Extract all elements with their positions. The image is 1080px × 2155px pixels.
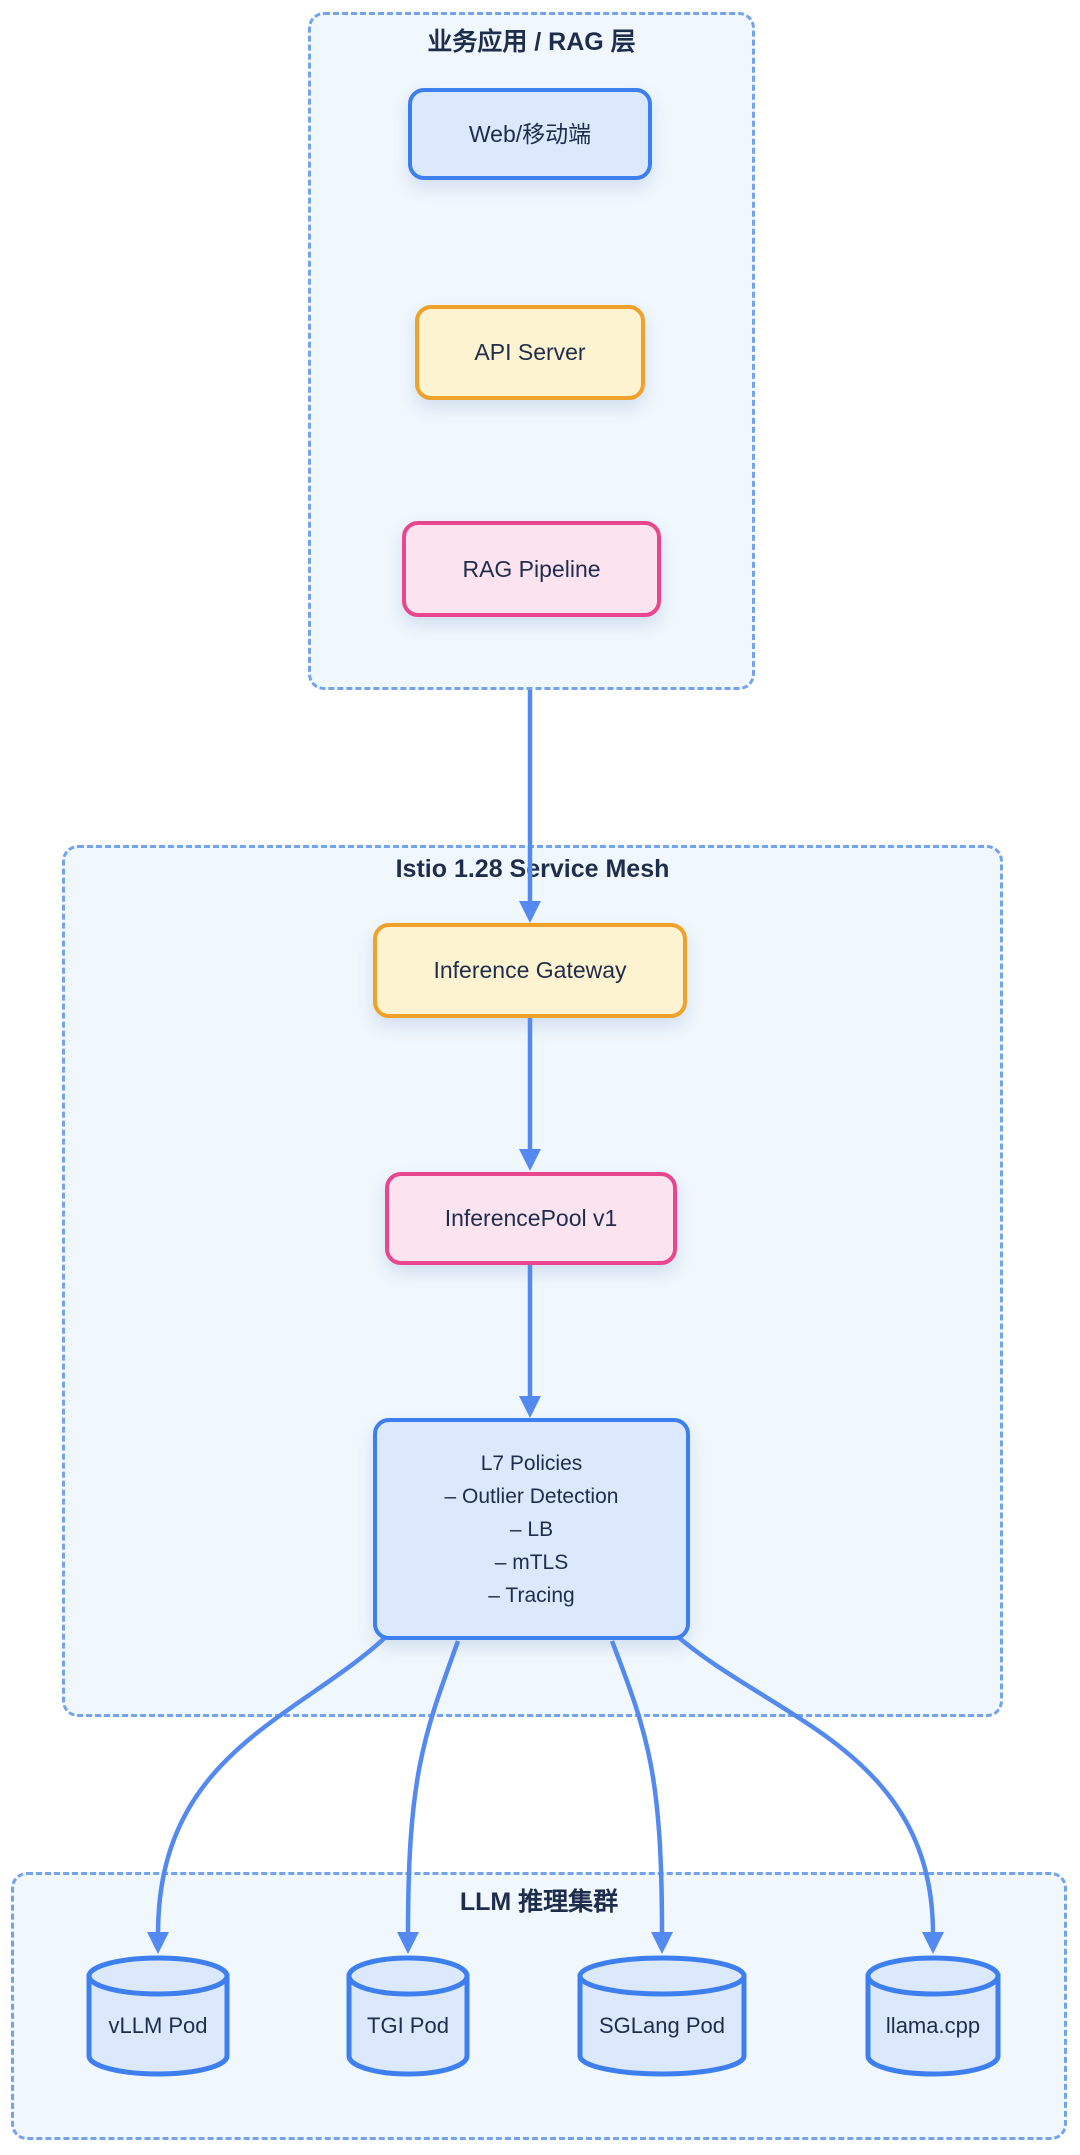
node-api-server-label: API Server [474, 339, 586, 365]
cylinder-sglang-label: SGLang Pod [599, 2013, 725, 2038]
llm-layer-container: LLM 推理集群 [11, 1872, 1067, 2140]
node-l7-policies-label: L7 Policies – Outlier Detection – LB – m… [444, 1451, 619, 1607]
cylinder-tgi-label: TGI Pod [367, 2013, 449, 2038]
node-inference-gateway: Inference Gateway [373, 923, 687, 1018]
cylinder-vllm-label: vLLM Pod [108, 2013, 208, 2038]
node-api-server: API Server [415, 305, 645, 400]
node-rag-pipeline: RAG Pipeline [402, 521, 661, 617]
node-rag-pipeline-label: RAG Pipeline [462, 555, 601, 582]
node-inference-pool-label: InferencePool v1 [444, 1205, 618, 1231]
node-l7-policies: L7 Policies – Outlier Detection – LB – m… [373, 1418, 690, 1640]
llm-layer-title: LLM 推理集群 [459, 1888, 619, 1916]
node-web-mobile-label: Web/移动端 [468, 120, 592, 147]
app-layer-title: 业务应用 / RAG 层 [427, 28, 636, 56]
node-web-mobile: Web/移动端 [408, 88, 652, 180]
mesh-layer-title: Istio 1.28 Service Mesh [395, 855, 670, 883]
node-inference-pool: InferencePool v1 [385, 1172, 677, 1265]
node-inference-gateway-label: Inference Gateway [433, 957, 627, 983]
cylinder-llamacpp-label: llama.cpp [885, 2013, 981, 2038]
